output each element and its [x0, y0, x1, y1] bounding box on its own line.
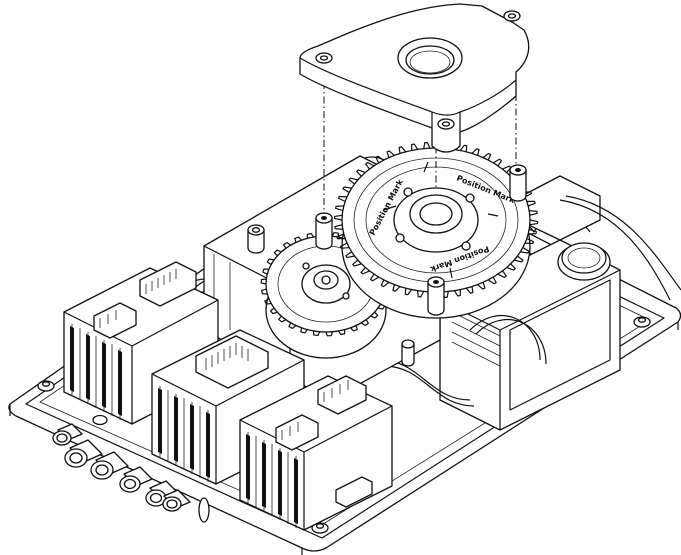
cable-gland [90, 451, 129, 480]
handwheel-knob [557, 242, 611, 281]
cable-gland [119, 466, 153, 493]
standoff-posts [247, 164, 527, 367]
standoff-post [401, 339, 415, 367]
standoff-post [247, 224, 265, 254]
cable-gland [52, 423, 83, 446]
assembly-center-lines [323, 82, 517, 214]
top-cover-plate [299, 3, 530, 153]
terminal-block-right [239, 375, 393, 531]
cable-gland [162, 489, 191, 512]
standoff-post [315, 212, 333, 250]
standoff-post [427, 276, 445, 316]
cable-gland [64, 439, 103, 468]
spur-gear-small [260, 231, 392, 359]
standoff-post [509, 164, 527, 202]
cable-glands [52, 423, 191, 512]
